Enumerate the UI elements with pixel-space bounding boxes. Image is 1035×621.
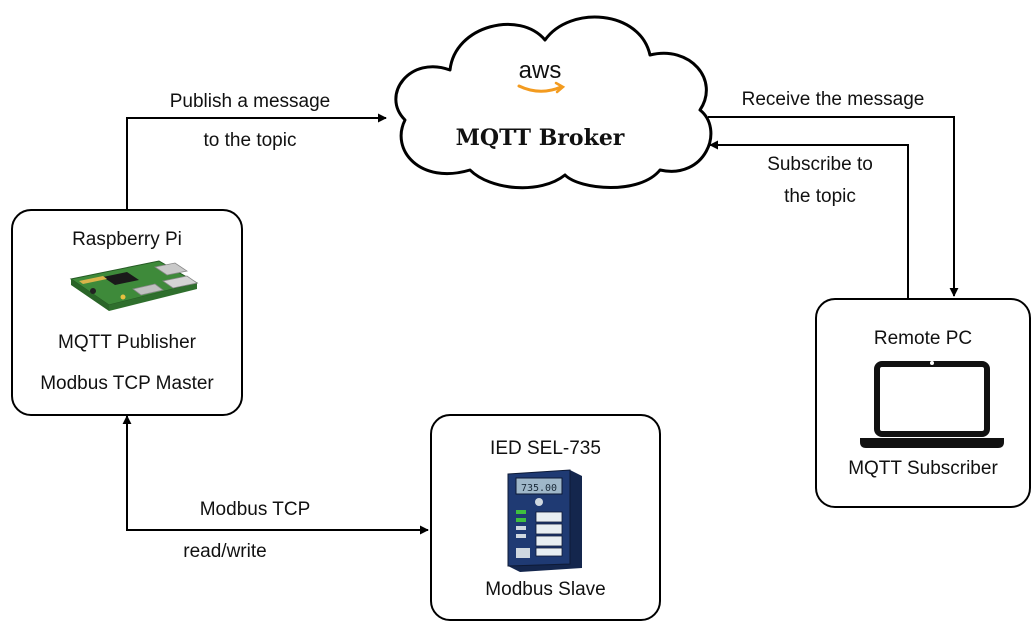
remote-pc-title: Remote PC (873, 328, 973, 349)
publish-arrow (126, 113, 387, 210)
subscribe-label-line2: the topic (784, 186, 856, 207)
mqtt-publisher-label: MQTT Publisher (58, 332, 196, 353)
mqtt-subscriber-label: MQTT Subscriber (848, 458, 998, 479)
cloud-shape (394, 15, 713, 190)
receive-arrow (708, 116, 959, 297)
modbus-slave-label: Modbus Slave (485, 579, 606, 600)
sel-735-meter-icon: 735.00 (507, 469, 582, 572)
raspberry-pi-title: Raspberry Pi (72, 229, 182, 250)
raspberry-pi-board-icon (69, 260, 199, 311)
aws-smile-icon (517, 84, 563, 93)
modbus-arrow (122, 415, 429, 535)
modbus-label-line1: Modbus TCP (199, 499, 311, 520)
ied-display-text: 735.00 (521, 483, 557, 494)
modbus-label-line2: read/write (183, 541, 267, 562)
publish-label-line2: to the topic (203, 130, 297, 151)
remote-pc-node: Remote PC MQTT Subscriber (815, 298, 1031, 508)
subscribe-label-line1: Subscribe to (767, 154, 873, 175)
receive-label: Receive the message (741, 89, 925, 110)
aws-logo: aws (518, 57, 562, 84)
ied-title: IED SEL-735 (490, 438, 601, 459)
broker-title: MQTT Broker (455, 125, 625, 151)
laptop-icon (860, 361, 1004, 448)
ied-node: IED SEL-735 735.00 Modbus Slave (430, 414, 661, 621)
publish-label-line1: Publish a message (169, 91, 331, 112)
raspberry-pi-node: Raspberry Pi MQTT Publisher Modbus TCP M… (11, 209, 243, 416)
subscribe-arrow (709, 140, 909, 300)
modbus-master-label: Modbus TCP Master (40, 373, 214, 394)
